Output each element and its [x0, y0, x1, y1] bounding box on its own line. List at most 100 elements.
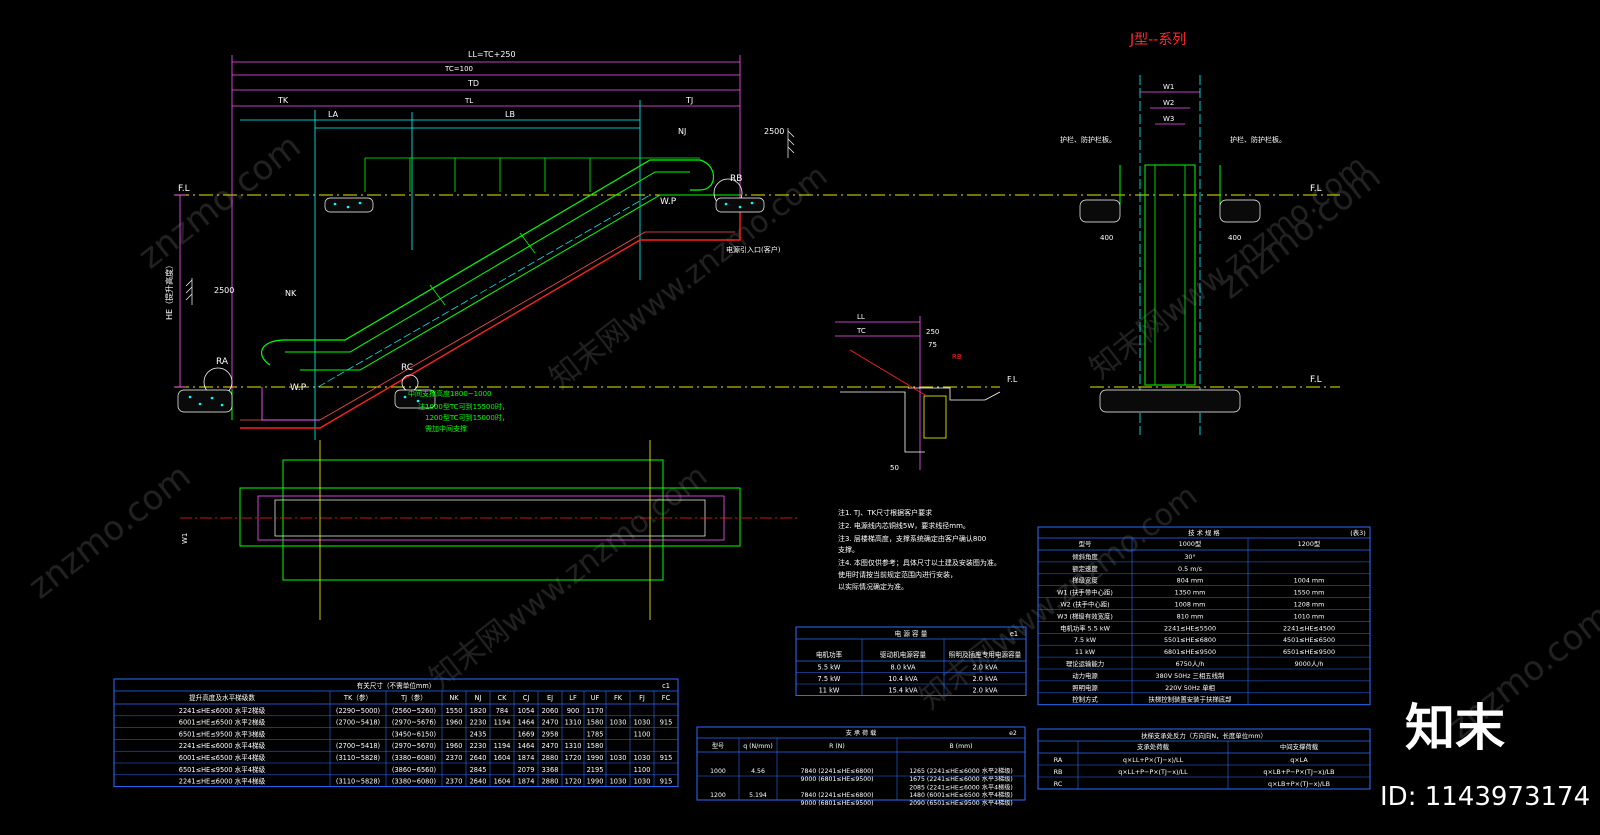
detail-tc: TC: [856, 327, 866, 335]
rc-label: RC: [401, 363, 413, 373]
note-line: 以实际情况确定为准。: [838, 582, 908, 591]
table-cell: 1194: [494, 719, 511, 727]
table-cell: 1030: [634, 754, 651, 762]
table-cell: 8.0 kVA: [891, 664, 916, 672]
table-cell: 7.5 kW: [818, 675, 841, 683]
table-cell: 7.5 kW: [1074, 636, 1097, 644]
table-cell: q×LB+P−P×(TJ−x)/LB: [1263, 768, 1334, 776]
detail-250: 250: [926, 328, 939, 336]
table-cell: 2195: [587, 766, 604, 774]
dim-400-right: 400: [1228, 234, 1241, 242]
table-cell: 7840 (2241≤HE≤6800): [801, 792, 874, 799]
table-cell: 1030: [610, 754, 627, 762]
he-dimension: [174, 194, 186, 388]
table-header: 1000型: [1179, 539, 1202, 548]
dim-nk: NK: [285, 289, 297, 298]
table-cell: (2290~5000): [336, 707, 380, 715]
table-frame: [113, 678, 679, 788]
note-line: 注3. 层楼梯高度，支撑系统确定由客户确认800: [838, 534, 986, 543]
table-cell: 控制方式: [1072, 695, 1098, 704]
w1-label: W1: [1163, 83, 1174, 91]
table-cell: 1200: [710, 792, 726, 799]
table-cell: 915: [660, 778, 673, 786]
table-cell: 6501≤HE≤9500: [1283, 648, 1335, 656]
table-cell: 2880: [542, 754, 559, 762]
concrete-slabs: [177, 197, 765, 413]
table-cell: 1310: [565, 742, 582, 750]
table-cell: 电机功率 5.5 kW: [1060, 623, 1110, 632]
dim-la: LA: [328, 110, 339, 119]
table-cell: (3380~6080): [392, 778, 436, 786]
table-cell: 额定速度: [1072, 564, 1098, 573]
table-cell: (2700~5418): [336, 719, 380, 727]
table-cell: 1464: [518, 742, 535, 750]
detail-rb: RB: [952, 353, 962, 361]
wp-lower: W.P: [290, 383, 307, 393]
table-cell: 784: [496, 707, 509, 715]
pit-note-1: 中间支撑高度1800~1000: [408, 389, 492, 398]
detail-75: 75: [928, 341, 937, 349]
table-cell: 1604: [494, 778, 511, 786]
table-cell: (2560~5260): [392, 707, 436, 715]
table-cell: 2.0 kVA: [973, 675, 998, 683]
table-cell: 1464: [518, 719, 535, 727]
table-header: EJ: [547, 694, 553, 702]
table-frame: [1037, 728, 1371, 790]
table-cell: 810 mm: [1177, 612, 1204, 620]
watermark-text: znzmo.com: [21, 456, 199, 607]
table-header: 提升高度及水平梯级数: [189, 693, 255, 702]
table-cell: 10.4 kVA: [888, 675, 918, 683]
table-cell: 动力电源: [1072, 671, 1098, 680]
table-header: FJ: [639, 694, 645, 702]
table-cell: 扶梯控制装置安装于扶梯底部: [1148, 695, 1232, 704]
table-cell: 1550: [446, 707, 463, 715]
table-cell: 1604: [494, 754, 511, 762]
detail-floor-label: F.L: [1007, 375, 1018, 384]
table-cell: 3368: [542, 766, 559, 774]
power-inlet-label: 电源引入口(客户): [726, 245, 781, 254]
table-header: NJ: [475, 694, 482, 702]
table-caption: 技 术 规 格: [1188, 528, 1220, 537]
table-tag: (表3): [1350, 528, 1365, 537]
table-cell: (2970~5676): [392, 719, 436, 727]
table-cell: 5501≤HE≤6800: [1164, 636, 1216, 644]
note-line: 支撑。: [838, 545, 859, 554]
table-cell: 倾斜角度: [1072, 552, 1098, 561]
note-line: 注4. 本图仅供参考；具体尺寸以土建及安装图为准。: [838, 558, 1001, 567]
watermark-text: znzmo.com: [131, 126, 309, 277]
side-note-left: 护栏、防护栏板。: [1060, 135, 1116, 144]
id-label: ID: 1143973174: [1380, 782, 1590, 812]
table-cell: 915: [660, 754, 673, 762]
table-cell: RA: [1054, 756, 1063, 764]
table-cell: 1785: [587, 730, 604, 738]
table-header: B (mm): [949, 743, 972, 750]
table-cell: 9000人/h: [1295, 660, 1324, 668]
detail-50: 50: [890, 464, 899, 472]
table-cell: 1720: [565, 754, 582, 762]
table-cell: 380V 50Hz 三相五线制: [1156, 671, 1225, 680]
table-header: 照明及插座专用电源容量: [949, 650, 1022, 659]
table-cell: q×LB+P×(TJ−x)/LB: [1268, 780, 1330, 788]
table-cell: W1 (扶手带中心距): [1057, 588, 1113, 597]
table-cell: 2880: [542, 778, 559, 786]
table-header: 型号: [712, 742, 724, 750]
drawing-title: J型--系列: [1129, 32, 1186, 48]
table-cell: (3110~5828): [336, 778, 380, 786]
table-cell: W2 (扶手中心距): [1060, 600, 1109, 609]
table-cell: 2241≤HE≤5500: [1164, 624, 1216, 632]
table-cell: (3860~6560): [392, 766, 436, 774]
table-cell: 2845: [470, 766, 487, 774]
detail-section: [835, 316, 1001, 470]
table-cell: 11 kW: [1075, 648, 1096, 656]
table-cell: 0.5 m/s: [1178, 565, 1203, 573]
table-cell: 2090 (6501≤HE≤9500 水平4梯级): [909, 799, 1013, 807]
table-cell: 2241≤HE≤6000 水平4梯级: [179, 777, 266, 786]
rb-label: RB: [730, 174, 742, 184]
table-cell: W3 (梯级有效宽度): [1057, 611, 1113, 620]
dim-2500-left: 2500: [214, 286, 234, 295]
table-cell: 4501≤HE≤6500: [1283, 636, 1335, 644]
table-cell: RC: [1054, 780, 1063, 788]
